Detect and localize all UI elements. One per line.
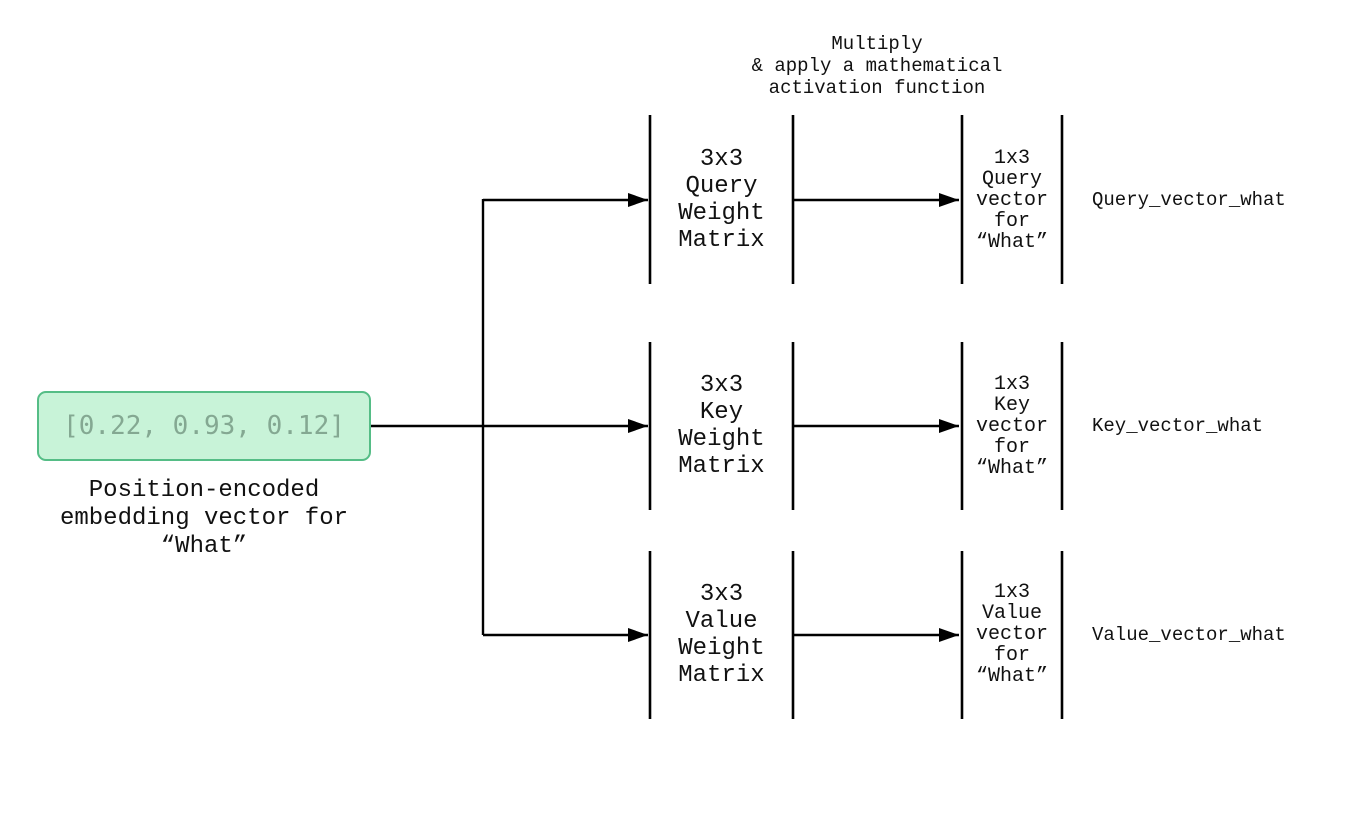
key-matrix-brackets	[648, 342, 1064, 510]
embedding-caption: Position-encoded embedding vector for “W…	[59, 477, 349, 560]
key-weight-matrix-label: 3x3 Key Weight Matrix	[678, 372, 765, 480]
value-weight-matrix-label: 3x3 Value Weight Matrix	[678, 581, 765, 689]
query-output-label: Query_vector_what	[1092, 189, 1286, 211]
operation-annotation: Multiply & apply a mathematical activati…	[751, 33, 1003, 99]
value-output-label: Value_vector_what	[1092, 624, 1286, 646]
multiply-arrows	[794, 193, 959, 642]
embedding-vector-box: [0.22, 0.93, 0.12]	[37, 391, 371, 461]
query-vector-label: 1x3 Query vector for “What”	[975, 147, 1048, 254]
value-vector-label: 1x3 Value vector for “What”	[975, 581, 1048, 688]
query-weight-matrix-label: 3x3 Query Weight Matrix	[678, 146, 765, 254]
key-output-label: Key_vector_what	[1092, 415, 1264, 437]
embedding-vector-value: [0.22, 0.93, 0.12]	[63, 411, 345, 441]
value-matrix-brackets	[648, 551, 1064, 719]
embedding-branch-lines	[371, 193, 648, 642]
key-vector-label: 1x3 Key vector for “What”	[975, 373, 1048, 480]
query-matrix-brackets	[648, 115, 1064, 284]
